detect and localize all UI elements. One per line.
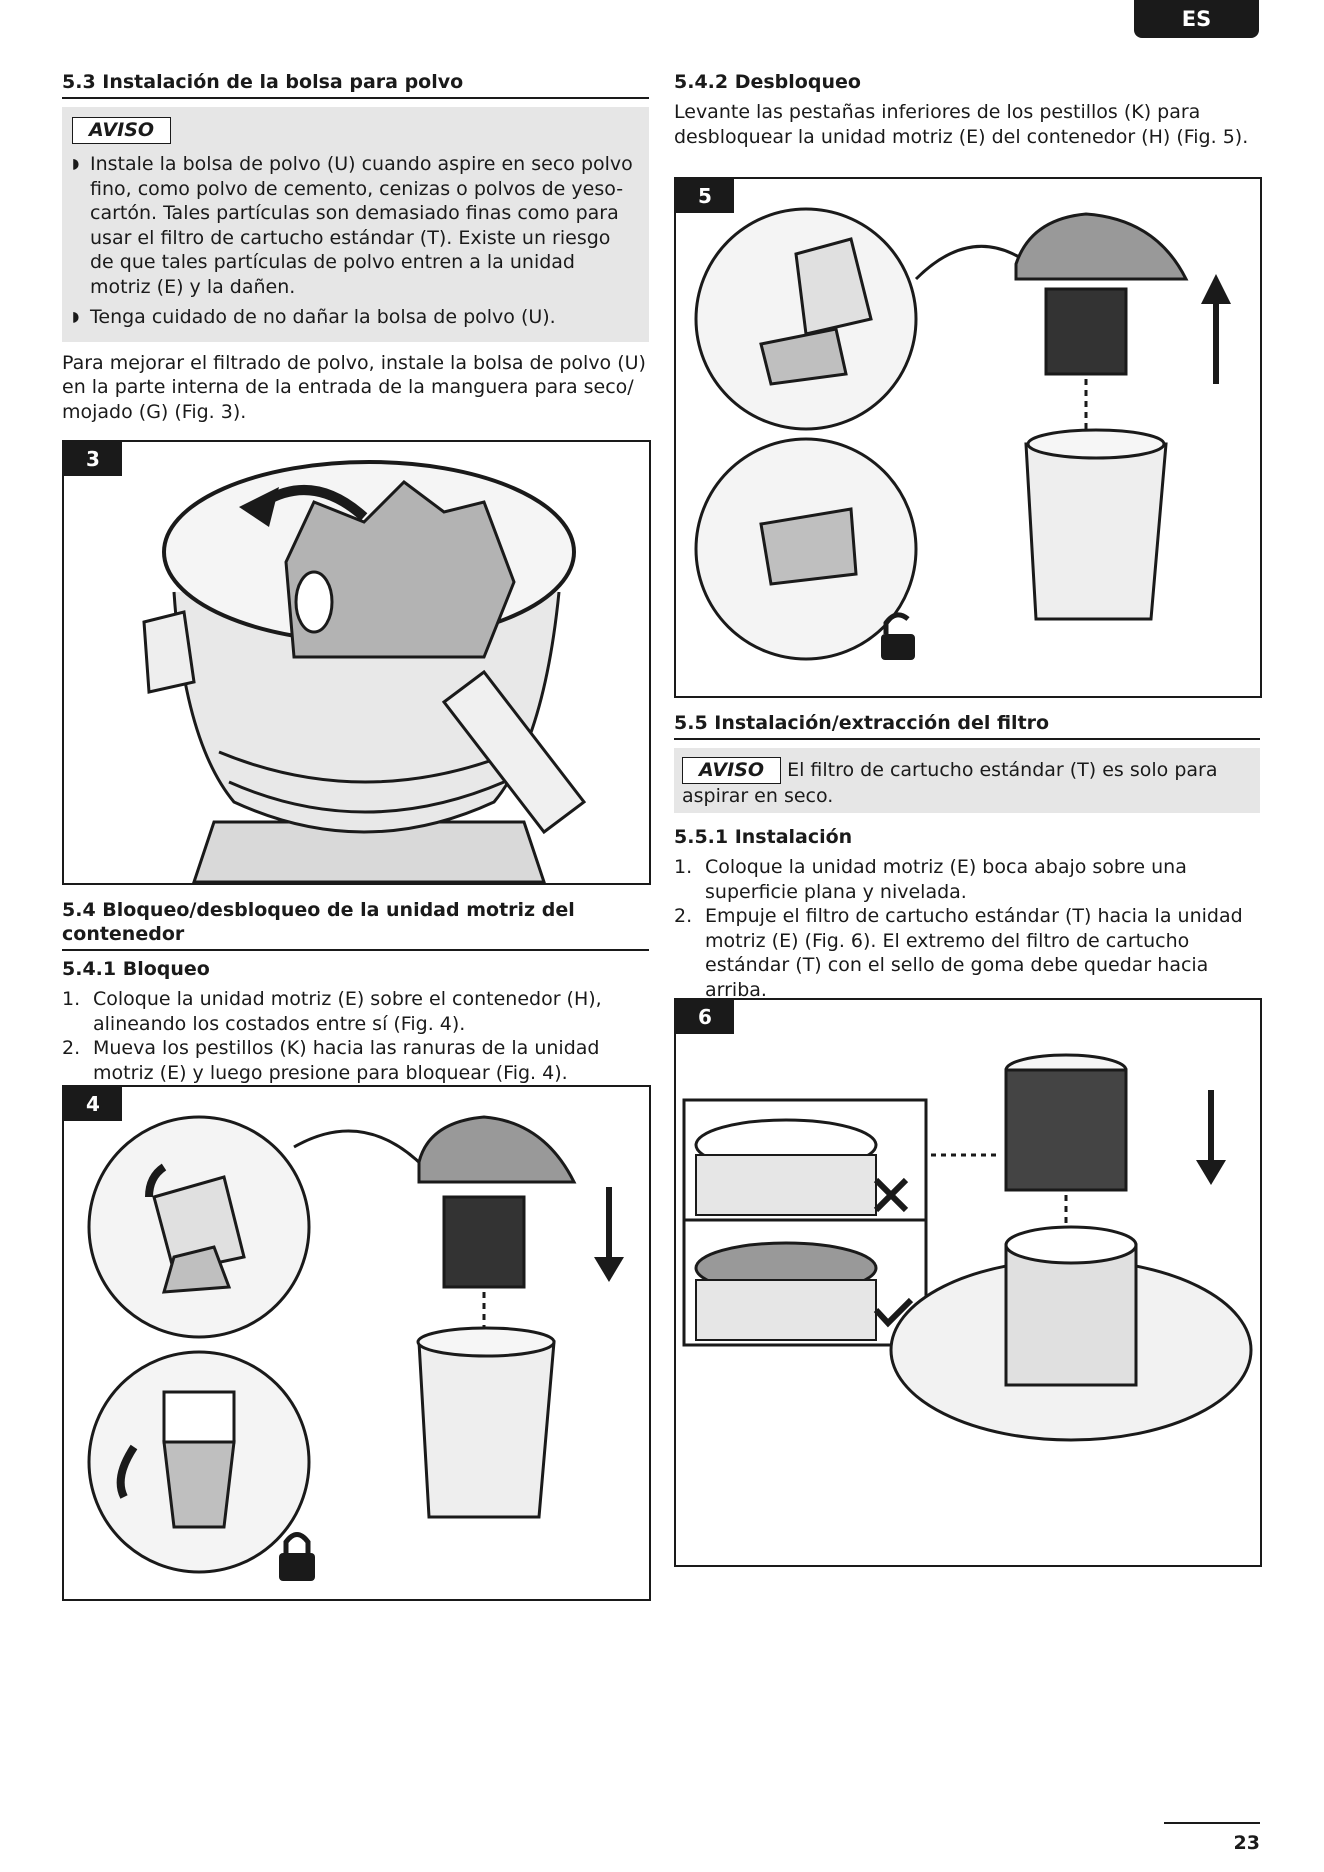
bullet-item: ◗Instale la bolsa de polvo (U) cuando as… [72, 153, 633, 298]
section-5-5: 5.5 Instalación/extracción del filtro AV… [674, 711, 1260, 1002]
bullet-icon: ◗ [72, 309, 80, 325]
section-5-4-2: 5.4.2 Desbloqueo Levante las pestañas in… [674, 70, 1260, 149]
page-number: 23 [1233, 1832, 1260, 1854]
bullet-icon: ◗ [72, 156, 80, 172]
arrow-icon [1196, 1160, 1226, 1185]
lock-illustration [87, 1115, 624, 1581]
subsection-heading: 5.4.1 Bloqueo [62, 958, 210, 980]
figure-6: 6 [674, 998, 1262, 1567]
figure-number: 3 [64, 442, 122, 476]
bullet-item: ◗Tenga cuidado de no dañar la bolsa de p… [72, 306, 556, 328]
section-5-4: 5.4 Bloqueo/desbloqueo de la unidad motr… [62, 898, 649, 1085]
section-heading: 5.3 Instalación de la bolsa para polvo [62, 70, 649, 99]
notice-text: El filtro de cartucho estándar (T) es so… [682, 759, 1218, 807]
figure-3: 3 [62, 440, 651, 885]
steps-list: 1.Coloque la unidad motriz (E) boca abaj… [674, 855, 1260, 1002]
figure-number: 4 [64, 1087, 122, 1121]
figure-4: 4 [62, 1085, 651, 1601]
notice-label: AVISO [682, 757, 782, 784]
notice-box: AVISO El filtro de cartucho estándar (T)… [674, 748, 1260, 813]
arrow-icon [594, 1257, 624, 1282]
arrow-icon [1201, 274, 1231, 304]
subsection-heading: 5.5.1 Instalación [674, 826, 853, 848]
notice-bullets: ◗Instale la bolsa de polvo (U) cuando as… [72, 152, 639, 330]
section-paragraph: Para mejorar el filtrado de polvo, insta… [62, 351, 646, 423]
figure-5: 5 [674, 177, 1262, 698]
arrow-icon [239, 487, 279, 527]
filter-install-illustration [682, 1053, 1253, 1442]
check-icon [873, 1297, 914, 1328]
language-tab: ES [1134, 0, 1259, 38]
section-heading: 5.5 Instalación/extracción del filtro [674, 711, 1260, 740]
list-item: 2.Mueva los pestillos (K) hacia las ranu… [62, 1037, 600, 1084]
list-item: 2.Empuje el filtro de cartucho estándar … [674, 905, 1243, 1001]
steps-list: 1.Coloque la unidad motriz (E) sobre el … [62, 987, 649, 1085]
cross-icon [873, 1177, 909, 1213]
unlock-illustration [694, 207, 1231, 661]
dust-bag-illustration [142, 460, 587, 883]
subsection-heading: 5.4.2 Desbloqueo [674, 71, 861, 93]
footer-rule [1164, 1822, 1260, 1824]
section-heading: 5.4 Bloqueo/desbloqueo de la unidad motr… [62, 898, 649, 951]
unlock-icon [881, 612, 915, 660]
notice-box: AVISO ◗Instale la bolsa de polvo (U) cua… [62, 107, 649, 342]
lock-icon [279, 1532, 315, 1581]
section-5-3: 5.3 Instalación de la bolsa para polvo A… [62, 70, 649, 424]
list-item: 1.Coloque la unidad motriz (E) sobre el … [62, 988, 602, 1035]
list-item: 1.Coloque la unidad motriz (E) boca abaj… [674, 856, 1187, 903]
section-paragraph: Levante las pestañas inferiores de los p… [674, 101, 1249, 148]
notice-label: AVISO [72, 117, 172, 144]
figure-number: 5 [676, 179, 734, 213]
figure-number: 6 [676, 1000, 734, 1034]
